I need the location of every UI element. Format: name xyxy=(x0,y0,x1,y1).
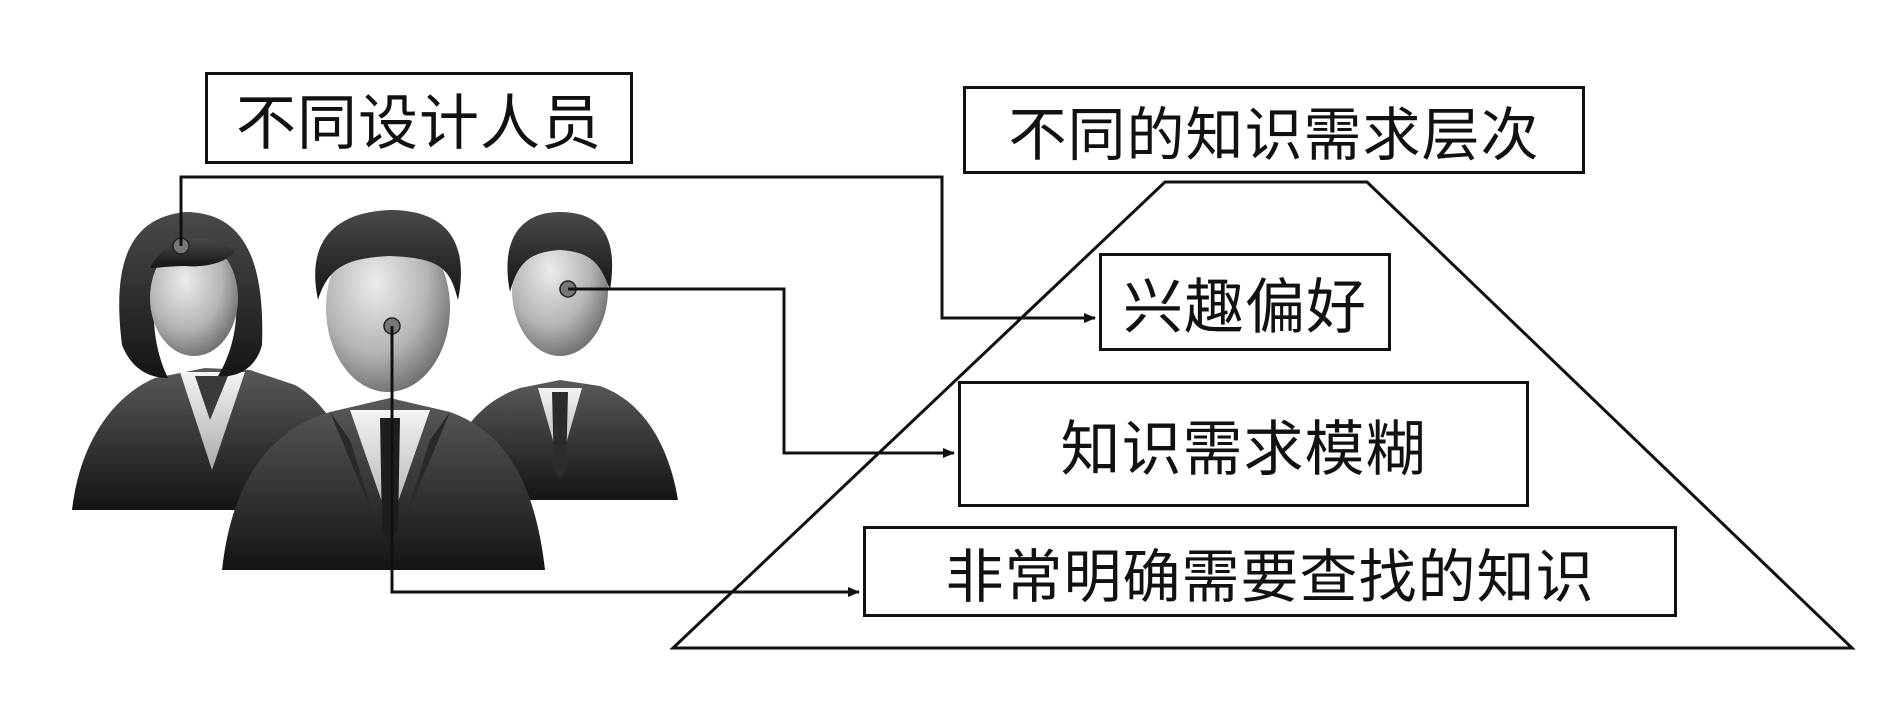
connector-arrow-interest xyxy=(179,175,1096,323)
interest-preference-label: 兴趣偏好 xyxy=(1099,253,1391,351)
connector-arrow-fuzzy xyxy=(568,287,955,458)
connector-arrow-explicit xyxy=(390,326,860,597)
fuzzy-need-label: 知识需求模糊 xyxy=(958,381,1529,507)
man-person-icon-center xyxy=(222,210,545,570)
knowledge-levels-title: 不同的知识需求层次 xyxy=(963,86,1585,174)
designers-label: 不同设计人员 xyxy=(205,72,633,164)
pyramid-trapezoid xyxy=(669,180,1856,650)
explicit-need-label: 非常明确需要查找的知识 xyxy=(863,526,1677,617)
